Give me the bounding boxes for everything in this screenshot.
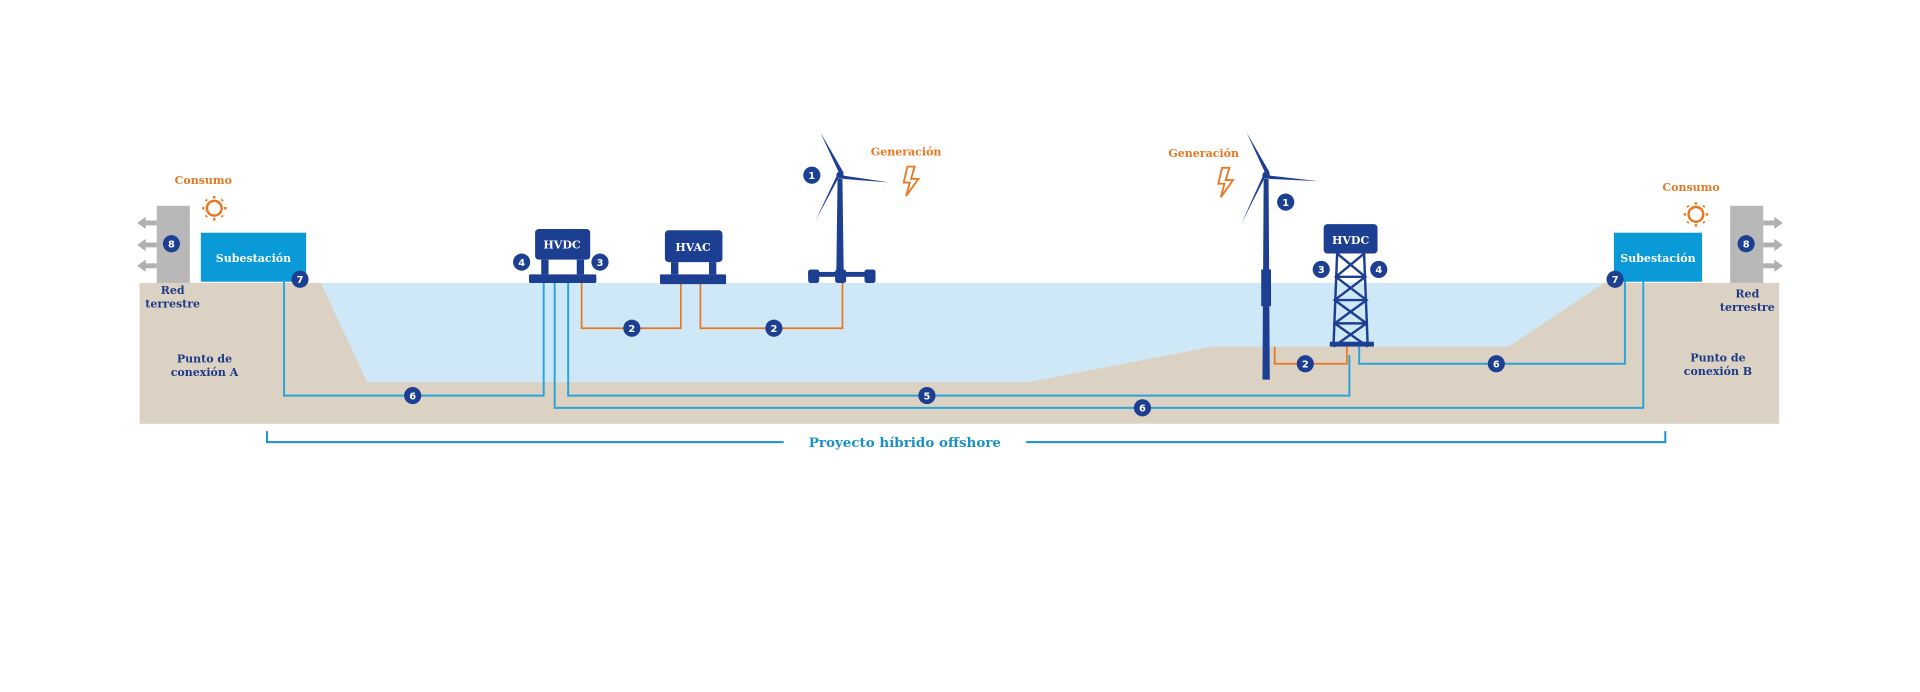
- arrow-left-icons: [137, 216, 157, 272]
- cables-c5-mid-text: 5: [924, 391, 931, 402]
- number-badge: [1487, 355, 1505, 373]
- number-badge: [591, 253, 609, 271]
- platforms-num-right-4-text: 4: [1375, 265, 1382, 276]
- platforms-hvdc-left-text: HVDC: [543, 239, 581, 252]
- platforms-num-left-3-text: 3: [597, 258, 604, 269]
- substation-left: [200, 232, 307, 282]
- cable-6-long: [553, 279, 1645, 409]
- number-badge: [1737, 235, 1755, 253]
- left-num-sub-text: 7: [297, 275, 304, 286]
- cables-c6-left-text: 6: [409, 391, 416, 402]
- hvdc-platform-left: HVDC: [528, 229, 597, 283]
- turbines-num-fixed-text: 1: [1282, 198, 1289, 209]
- cable-5-mid: [567, 282, 1351, 397]
- cables-c6-long-text: 6: [1139, 404, 1146, 415]
- right-punto-line2-text: conexión B: [1684, 365, 1752, 378]
- right-red-line2-text: terrestre: [1720, 301, 1775, 314]
- bulb-sun-icon: [1683, 202, 1709, 227]
- left-red-line2-text: terrestre: [145, 297, 200, 310]
- floating-wind-turbine: [808, 132, 891, 283]
- platforms-num-right-3-text: 3: [1318, 265, 1325, 276]
- number-badge: [803, 166, 821, 184]
- number-badge: [1296, 355, 1314, 373]
- right-red-line1-text: Red: [1735, 288, 1759, 301]
- platforms-hvdc-right-text: HVDC: [1332, 234, 1370, 247]
- cables-c2b-text: 2: [770, 324, 777, 335]
- number-badge: [162, 235, 180, 253]
- lightning-bolt-icon: [902, 165, 921, 197]
- fixed-wind-turbine: [1241, 132, 1319, 380]
- right-num-grid-text: 8: [1743, 239, 1750, 250]
- sea: [320, 282, 1605, 383]
- arrow-right-icons: [1763, 216, 1783, 272]
- number-badge: [1606, 270, 1624, 288]
- lightning-bolt-icon: [1217, 166, 1235, 198]
- left-substation-text: Subestación: [216, 252, 291, 265]
- generation-label-right: Generación: [1168, 147, 1239, 160]
- number-badge: [404, 387, 422, 405]
- turbines-num-float-text: 1: [808, 171, 815, 182]
- project-label: Proyecto híbrido offshore: [809, 435, 1001, 451]
- right-punto-line1-text: Punto de: [1690, 351, 1745, 364]
- substation-right: [1613, 232, 1703, 282]
- number-badge: [1277, 193, 1295, 211]
- generation-label-left: Generación: [871, 146, 942, 159]
- number-badge: [765, 319, 783, 337]
- number-badge: [291, 270, 309, 288]
- left-red-line1-text: Red: [161, 284, 185, 297]
- number-badge: [623, 319, 641, 337]
- grid-right: 8: [1730, 205, 1783, 283]
- right-num-sub-text: 7: [1612, 275, 1619, 286]
- left-punto-line2-text: conexión A: [171, 366, 239, 379]
- cables-c2a-text: 2: [628, 324, 635, 335]
- right-substation-text: Subestación: [1620, 252, 1695, 265]
- number-badge: [205, 199, 223, 217]
- consumo-label-left: Consumo: [175, 174, 232, 187]
- cables-c6-right-text: 6: [1493, 359, 1500, 370]
- number-badge: [1133, 399, 1152, 417]
- left-punto-line1-text: Punto de: [177, 353, 232, 366]
- number-badge: [513, 253, 531, 271]
- number-badge: [836, 171, 844, 179]
- left-num-grid-text: 8: [168, 239, 175, 250]
- number-badge: [1370, 260, 1388, 279]
- platforms-hvac-text: HVAC: [675, 241, 711, 254]
- consumo-label-right: Consumo: [1662, 181, 1719, 194]
- bulb-sun-icon: [202, 195, 227, 221]
- number-badge: [1687, 205, 1705, 223]
- cables-c2c-text: 2: [1302, 359, 1309, 370]
- hvdc-platform-right: HVDC: [1323, 224, 1378, 348]
- number-badge: [918, 387, 936, 405]
- hvac-platform: HVAC: [660, 230, 727, 285]
- number-badge: [1262, 171, 1270, 179]
- platforms-num-left-4-text: 4: [518, 258, 525, 269]
- grid-left: 8: [137, 205, 190, 283]
- project-bracket: [265, 431, 1667, 444]
- number-badge: [1312, 260, 1330, 279]
